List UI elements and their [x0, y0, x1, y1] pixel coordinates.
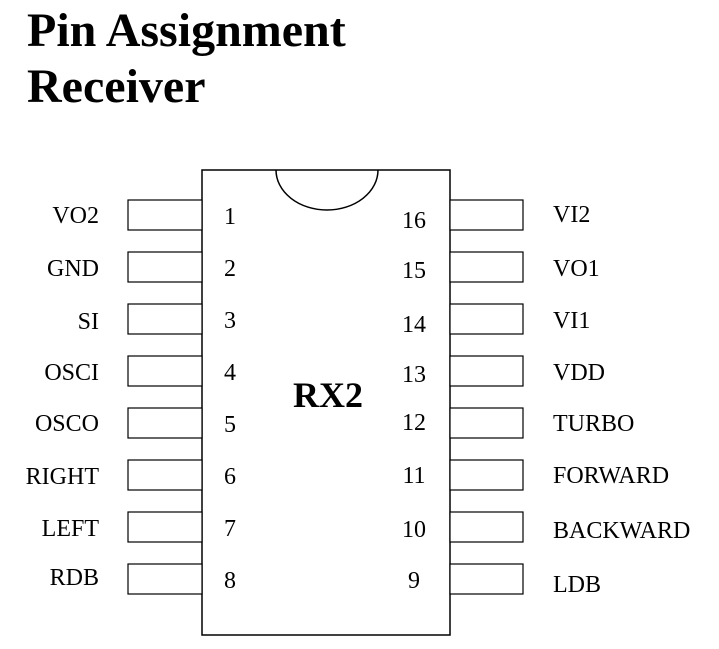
- pin-number-7: 7: [224, 516, 236, 542]
- pin-lead-11: [449, 459, 524, 491]
- pin-label-12: TURBO: [553, 411, 634, 437]
- pin-label-8: RDB: [50, 565, 99, 591]
- title-line-2: Receiver: [27, 60, 206, 113]
- pin-number-6: 6: [224, 464, 236, 490]
- pin-number-9: 9: [408, 568, 420, 594]
- left-pins: 1 VO2 2 GND 3 SI 4 OSCI 5 OSCO 6 RIGHT 7 LEFT 8 RDB: [26, 199, 236, 595]
- pin-lead-7: [127, 511, 203, 543]
- pin-number-16: 16: [402, 208, 426, 234]
- right-pins: 16 VI2 15 VO1 14 VI1 13 VDD 12 TURBO 11 FORWARD 10 BA…: [402, 199, 690, 598]
- pin-label-2: GND: [47, 256, 99, 282]
- chip-name: RX2: [293, 375, 363, 415]
- pin-number-3: 3: [224, 308, 236, 334]
- pin-number-15: 15: [402, 258, 426, 284]
- pin-lead-9: [449, 563, 524, 595]
- pin-label-15: VO1: [553, 256, 600, 282]
- pin-label-11: FORWARD: [553, 463, 669, 489]
- pin-label-14: VI1: [553, 308, 590, 334]
- pin-lead-10: [449, 511, 524, 543]
- pin-label-1: VO2: [52, 203, 99, 229]
- pin-lead-2: [127, 251, 203, 283]
- pin-lead-4: [127, 355, 203, 387]
- pin-number-12: 12: [402, 410, 426, 436]
- pin-label-10: BACKWARD: [553, 518, 690, 544]
- pin-label-3: SI: [78, 309, 99, 335]
- pin-lead-13: [449, 355, 524, 387]
- pin-number-5: 5: [224, 412, 236, 438]
- pin-number-1: 1: [224, 204, 236, 230]
- pin-lead-15: [449, 251, 524, 283]
- pin-number-10: 10: [402, 517, 426, 543]
- pin-lead-14: [449, 303, 524, 335]
- pin-number-8: 8: [224, 568, 236, 594]
- pin-label-5: OSCO: [35, 411, 99, 437]
- title-line-1: Pin Assignment: [27, 4, 346, 57]
- pin-lead-3: [127, 303, 203, 335]
- pin-number-2: 2: [224, 256, 236, 282]
- pin-label-6: RIGHT: [26, 464, 100, 490]
- pin-lead-8: [127, 563, 203, 595]
- pin-lead-5: [127, 407, 203, 439]
- chip-orientation-notch: [275, 169, 379, 211]
- pin-label-16: VI2: [553, 202, 590, 228]
- pin-lead-16: [449, 199, 524, 231]
- pin-number-4: 4: [224, 360, 236, 386]
- pin-lead-6: [127, 459, 203, 491]
- pin-number-13: 13: [402, 362, 426, 388]
- pin-number-14: 14: [402, 312, 426, 338]
- pin-lead-12: [449, 407, 524, 439]
- pin-number-11: 11: [402, 463, 425, 489]
- pin-label-4: OSCI: [44, 360, 99, 386]
- pin-lead-1: [127, 199, 203, 231]
- pin-label-9: LDB: [553, 572, 601, 598]
- pin-label-13: VDD: [553, 360, 605, 386]
- chip-body: [201, 169, 451, 636]
- pin-label-7: LEFT: [42, 516, 100, 542]
